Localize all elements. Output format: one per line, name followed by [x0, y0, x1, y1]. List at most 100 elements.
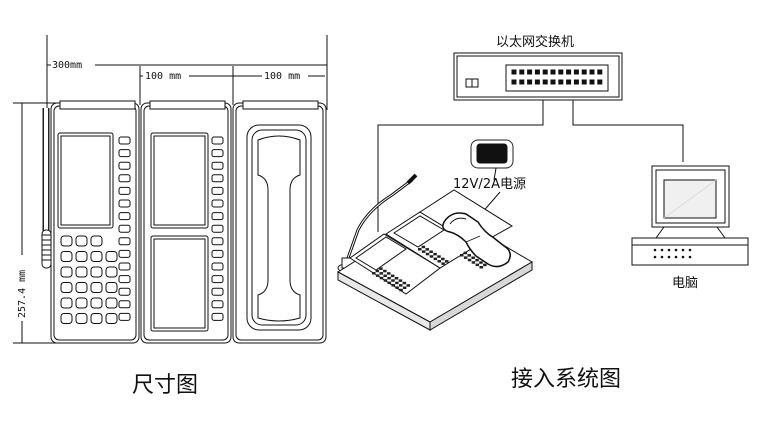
keypad-key	[105, 297, 118, 309]
console-key	[421, 245, 426, 249]
keypad-key	[60, 297, 73, 309]
switch-port	[573, 69, 579, 75]
power-adapter-icon	[470, 139, 514, 181]
console-key	[395, 286, 399, 289]
switch-port	[581, 79, 587, 85]
console-key	[375, 269, 380, 273]
console-key	[467, 254, 471, 257]
keypad-key	[60, 313, 73, 324]
console-key	[460, 254, 464, 257]
console-key	[383, 274, 387, 277]
console-key	[402, 281, 407, 285]
console-key	[379, 276, 384, 280]
console-key	[479, 261, 483, 264]
side-key	[118, 161, 131, 170]
switch-port	[542, 69, 548, 75]
console-key	[429, 255, 434, 258]
keypad-key	[105, 313, 118, 324]
keypad-key	[105, 266, 118, 278]
keypad-key	[90, 313, 103, 324]
side-key	[211, 199, 224, 208]
side-key	[211, 174, 224, 183]
console-module-keypad	[41, 100, 140, 344]
side-key	[211, 249, 224, 258]
side-key	[211, 186, 224, 195]
console-key	[399, 288, 403, 292]
switch-port	[597, 69, 603, 75]
keypad-key	[60, 282, 73, 293]
console-key	[433, 252, 437, 256]
console-key	[394, 277, 399, 280]
console-key	[387, 272, 391, 275]
side-key	[118, 262, 131, 271]
switch-port	[542, 79, 548, 85]
console-key	[463, 256, 468, 259]
switch-port	[597, 79, 603, 85]
keypad-key	[75, 282, 88, 293]
keyboard-key	[688, 248, 692, 252]
side-key	[118, 212, 131, 221]
switch-port	[589, 69, 595, 75]
width-total-label: 300mm	[52, 60, 82, 71]
computer-label: 电脑	[672, 276, 698, 291]
console-key	[399, 284, 403, 287]
side-key	[211, 275, 224, 284]
console-key	[395, 281, 399, 285]
side-key	[211, 300, 224, 309]
console-module-display	[140, 100, 232, 344]
computer-icon	[631, 165, 749, 266]
keypad-key	[60, 266, 73, 278]
keyboard-keys	[653, 248, 692, 259]
module-width-label-2: 100 mm	[264, 71, 300, 82]
console-key	[398, 279, 403, 282]
console-key	[479, 266, 483, 269]
console-key	[425, 252, 430, 256]
keyboard-key	[688, 255, 692, 259]
console-key	[421, 250, 426, 253]
side-key	[118, 224, 131, 233]
keypad-key	[75, 266, 88, 278]
switch-port	[511, 69, 517, 75]
side-key	[118, 287, 131, 296]
switch-label: 以太网交换机	[496, 34, 574, 50]
side-key	[118, 275, 131, 284]
switch-port	[511, 79, 517, 85]
side-key	[118, 186, 131, 195]
console-key	[437, 255, 441, 258]
switch-port	[527, 69, 533, 75]
keypad-key	[90, 251, 103, 262]
console-key	[475, 263, 480, 267]
console-key	[391, 284, 395, 287]
console-key	[418, 248, 422, 251]
console-key	[383, 269, 387, 273]
keypad-key	[105, 251, 118, 262]
side-key	[211, 212, 224, 221]
keypad-key	[75, 297, 88, 309]
system-caption: 接入系统图	[511, 367, 621, 392]
network-cables	[377, 100, 684, 232]
side-key	[118, 149, 131, 158]
console-key	[471, 261, 476, 264]
side-key	[211, 237, 224, 246]
side-key	[211, 262, 224, 271]
switch-port	[519, 79, 525, 85]
gooseneck-microphone	[42, 234, 51, 261]
switch-port	[550, 69, 556, 75]
keyboard-key	[681, 255, 685, 259]
console-module-handset	[232, 100, 327, 344]
dimension-view: 300mm 100 mm 100 mm 257.4 mm	[13, 35, 328, 398]
side-key	[118, 312, 131, 321]
switch-port	[550, 79, 556, 85]
console-key	[402, 286, 407, 289]
keypad-key	[60, 251, 73, 262]
keyboard-key	[681, 248, 685, 252]
console-3d-drawing	[337, 173, 533, 331]
switch-port	[534, 69, 540, 75]
side-key	[118, 174, 131, 183]
system-view: 以太网交换机 12V/2A电源	[337, 34, 749, 392]
switch-port	[534, 79, 540, 85]
switch-port	[558, 69, 564, 75]
console-key	[441, 262, 445, 265]
switch-port	[566, 69, 572, 75]
